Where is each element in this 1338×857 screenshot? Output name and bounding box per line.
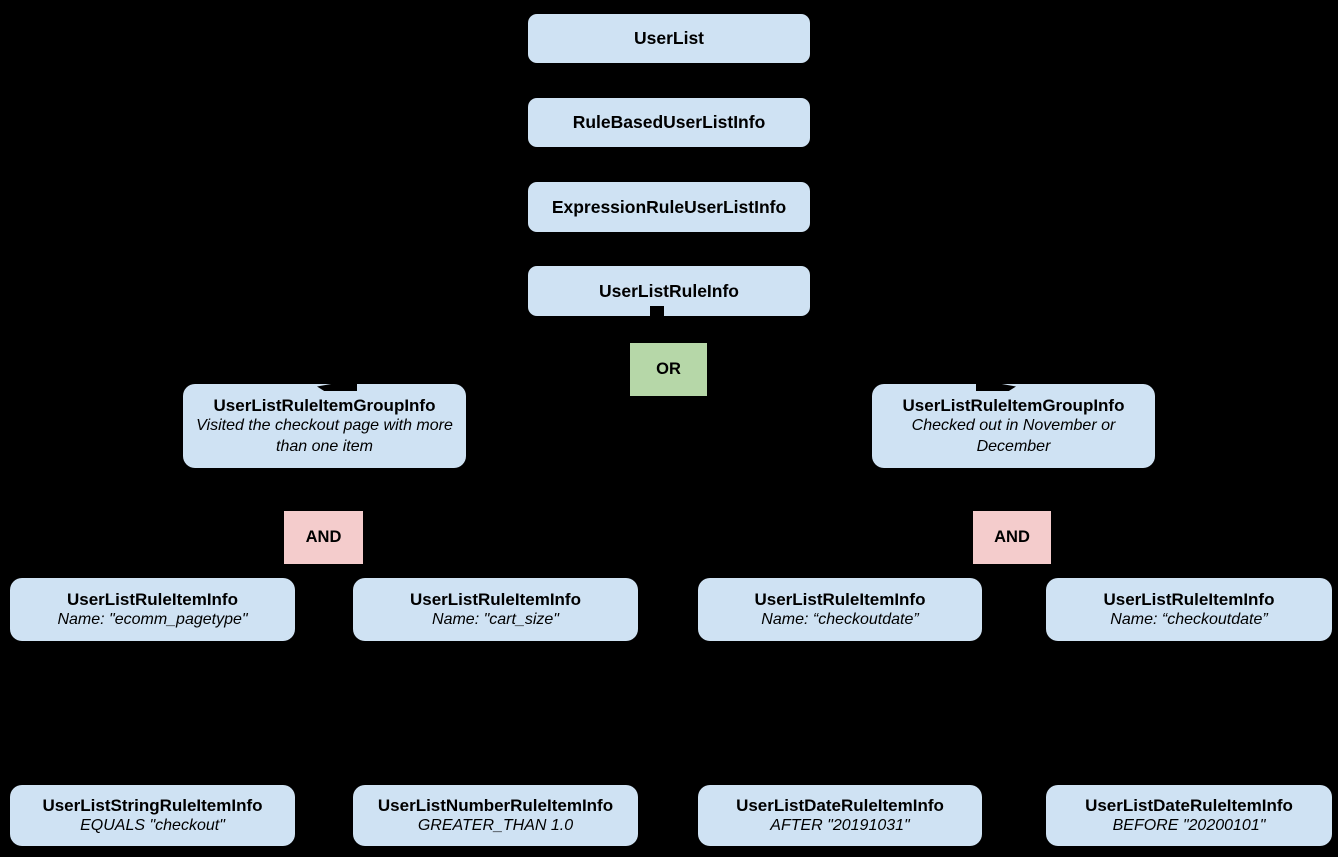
node-userlistruleinfo: UserListRuleInfo bbox=[528, 266, 810, 316]
ruleitem-cart-size-title: UserListRuleItemInfo bbox=[410, 589, 581, 609]
node-and-operator-left: AND bbox=[284, 511, 363, 564]
dateruleitem-before-title: UserListDateRuleItemInfo bbox=[1085, 795, 1293, 815]
ruleitemgroup-right-note: Checked out in November or December bbox=[911, 417, 1116, 455]
node-rulebaseduserlistinfo: RuleBasedUserListInfo bbox=[528, 98, 810, 147]
node-expressionruleuserlistinfo-label: ExpressionRuleUserListInfo bbox=[551, 196, 787, 217]
arrowhead-artifact-group-left bbox=[317, 381, 357, 391]
node-dateruleitem-before: UserListDateRuleItemInfo BEFORE "2020010… bbox=[1046, 785, 1332, 846]
numberruleitem-title: UserListNumberRuleItemInfo bbox=[377, 795, 614, 815]
dateruleitem-after-note: AFTER "20191031" bbox=[770, 816, 910, 834]
node-dateruleitem-after: UserListDateRuleItemInfo AFTER "20191031… bbox=[698, 785, 982, 846]
node-numberruleitem: UserListNumberRuleItemInfo GREATER_THAN … bbox=[353, 785, 638, 846]
arrowhead-artifact-userlistruleinfo bbox=[650, 306, 664, 316]
node-ruleitem-checkoutdate-1: UserListRuleItemInfo Name: “checkoutdate… bbox=[698, 578, 982, 641]
ruleitem-checkoutdate-1-note: Name: “checkoutdate” bbox=[761, 610, 919, 628]
dateruleitem-before-note: BEFORE "20200101" bbox=[1112, 816, 1266, 834]
node-userlist-label: UserList bbox=[633, 28, 705, 48]
dateruleitem-after-title: UserListDateRuleItemInfo bbox=[736, 795, 944, 815]
node-expressionruleuserlistinfo: ExpressionRuleUserListInfo bbox=[528, 182, 810, 232]
node-ruleitemgroup-left: UserListRuleItemGroupInfo Visited the ch… bbox=[183, 384, 466, 468]
and-operator-right-label: AND bbox=[994, 528, 1030, 546]
node-ruleitem-ecomm-pagetype: UserListRuleItemInfo Name: "ecomm_pagety… bbox=[10, 578, 295, 641]
ruleitem-checkoutdate-2-title: UserListRuleItemInfo bbox=[1103, 589, 1275, 609]
or-operator-label: OR bbox=[656, 360, 681, 378]
node-rulebaseduserlistinfo-label: RuleBasedUserListInfo bbox=[572, 112, 766, 132]
node-stringruleitem: UserListStringRuleItemInfo EQUALS "check… bbox=[10, 785, 295, 846]
stringruleitem-title: UserListStringRuleItemInfo bbox=[42, 795, 263, 815]
ruleitemgroup-left-title: UserListRuleItemGroupInfo bbox=[213, 395, 436, 415]
ruleitem-ecomm-pagetype-title: UserListRuleItemInfo bbox=[67, 589, 238, 609]
node-ruleitemgroup-right: UserListRuleItemGroupInfo Checked out in… bbox=[872, 384, 1155, 468]
and-operator-left-label: AND bbox=[305, 528, 342, 546]
ruleitemgroup-right-title: UserListRuleItemGroupInfo bbox=[902, 395, 1125, 415]
ruleitem-cart-size-note: Name: "cart_size" bbox=[432, 610, 559, 628]
node-or-operator: OR bbox=[630, 343, 707, 396]
ruleitem-checkoutdate-2-note: Name: “checkoutdate” bbox=[1110, 610, 1268, 628]
stringruleitem-note: EQUALS "checkout" bbox=[80, 816, 225, 834]
node-ruleitem-cart-size: UserListRuleItemInfo Name: "cart_size" bbox=[353, 578, 638, 641]
arrowhead-artifact-group-right bbox=[976, 381, 1016, 391]
node-and-operator-right: AND bbox=[973, 511, 1051, 564]
numberruleitem-note: GREATER_THAN 1.0 bbox=[417, 816, 574, 834]
ruleitem-ecomm-pagetype-note: Name: "ecomm_pagetype" bbox=[57, 610, 248, 628]
node-userlist: UserList bbox=[528, 14, 810, 63]
ruleitemgroup-left-note: Visited the checkout page with more than… bbox=[196, 417, 453, 455]
node-ruleitem-checkoutdate-2: UserListRuleItemInfo Name: “checkoutdate… bbox=[1046, 578, 1332, 641]
node-userlistruleinfo-label: UserListRuleInfo bbox=[598, 280, 740, 301]
ruleitem-checkoutdate-1-title: UserListRuleItemInfo bbox=[754, 589, 926, 609]
